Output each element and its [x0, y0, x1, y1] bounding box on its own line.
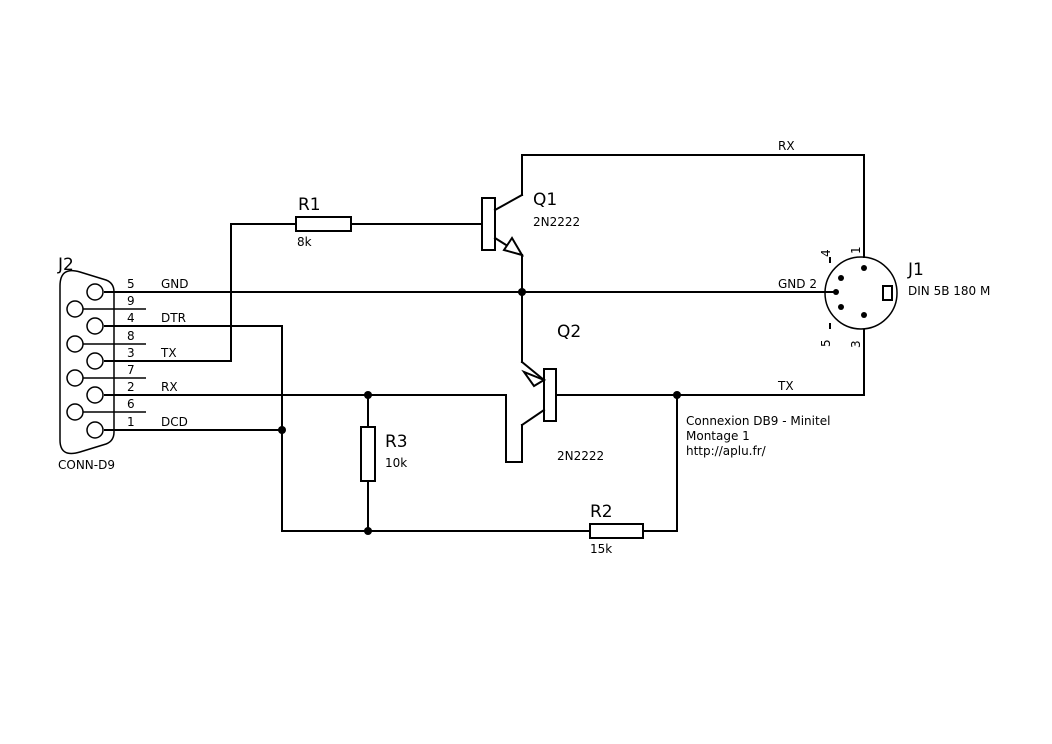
resistor-r1: R1 8k: [295, 195, 352, 249]
j2-ref: J2: [57, 255, 74, 275]
j2-value: CONN-D9: [58, 458, 115, 472]
din-pin-5: 5: [819, 339, 833, 347]
transistor-q1: Q1 2N2222: [481, 190, 580, 257]
din-rx-label: RX: [778, 139, 795, 153]
transistor-q2: Q2 2N2222: [520, 322, 604, 463]
q1-value: 2N2222: [533, 215, 580, 229]
din-pin-4: 4: [819, 249, 833, 257]
q2-ref: Q2: [557, 322, 581, 342]
net-label-dtr: DTR: [161, 311, 186, 325]
net-label-rx: RX: [161, 380, 178, 394]
j2-pin-num: 2: [127, 380, 135, 394]
junctions: [278, 288, 681, 535]
r1-ref: R1: [298, 195, 321, 215]
r3-value: 10k: [385, 456, 407, 470]
j2-pin-num: 3: [127, 346, 135, 360]
net-label-dcd: DCD: [161, 415, 188, 429]
r3-ref: R3: [385, 432, 408, 452]
din-tx-label: TX: [777, 379, 794, 393]
r1-value: 8k: [297, 235, 312, 249]
net-label-gnd: GND: [161, 277, 189, 291]
r2-ref: R2: [590, 502, 613, 522]
r2-value: 15k: [590, 542, 612, 556]
resistor-r2: R2 15k: [589, 502, 644, 556]
din-pin-3: 3: [849, 340, 863, 348]
note-line-1: Connexion DB9 - Minitel: [686, 414, 830, 428]
j2-pin-num: 8: [127, 329, 135, 343]
din-pin-1: 1: [849, 246, 863, 254]
q1-ref: Q1: [533, 190, 557, 210]
j2-pin-num: 1: [127, 415, 135, 429]
din-gnd-label: GND 2: [778, 277, 817, 291]
connector-j1: J1 DIN 5B 180 M 1 4 3 5 GND 2 RX TX: [777, 139, 990, 393]
j2-pin-num: 5: [127, 277, 135, 291]
note-line-3: http://aplu.fr/: [686, 444, 767, 458]
j1-ref: J1: [907, 260, 924, 280]
note-line-2: Montage 1: [686, 429, 750, 443]
j2-pin-num: 7: [127, 363, 135, 377]
resistor-r3: R3 10k: [360, 426, 408, 482]
j2-pin-num: 4: [127, 311, 135, 325]
j1-value: DIN 5B 180 M: [908, 284, 990, 298]
q2-value: 2N2222: [557, 449, 604, 463]
connector-j2: J2 CONN-D9 5 9 4 8 3 7 2 6 1 GND DTR TX …: [57, 255, 189, 472]
j2-pin-num: 6: [127, 397, 135, 411]
j2-pin-num: 9: [127, 294, 135, 308]
notes-block: Connexion DB9 - Minitel Montage 1 http:/…: [686, 414, 830, 458]
net-label-tx: TX: [160, 346, 177, 360]
